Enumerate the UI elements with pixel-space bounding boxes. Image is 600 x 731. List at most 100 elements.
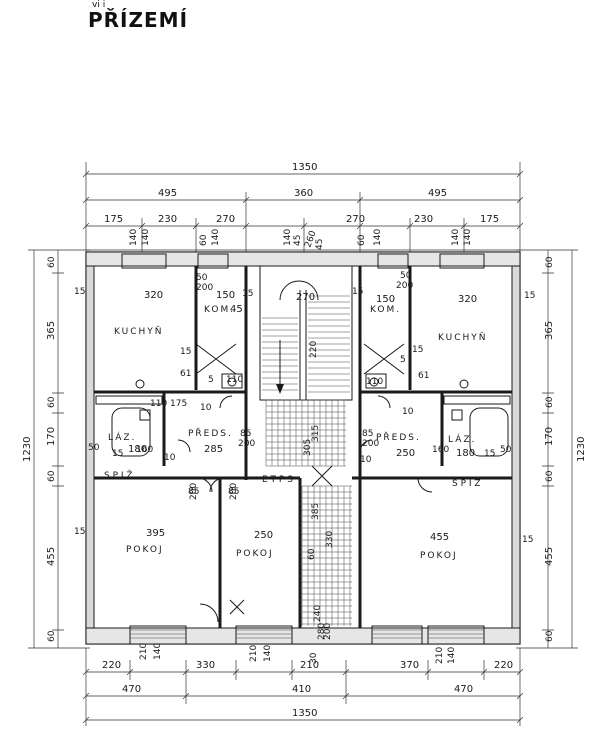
interior-walls xyxy=(94,266,512,628)
svg-text:200: 200 xyxy=(196,283,213,293)
svg-text:210: 210 xyxy=(300,660,319,671)
svg-text:50: 50 xyxy=(400,271,412,281)
room-label-preds-right: PŘEDS. xyxy=(376,432,421,443)
svg-text:140: 140 xyxy=(153,643,163,660)
top-window-sills xyxy=(121,253,485,269)
dim-top-r2-2: 360 xyxy=(294,188,313,199)
svg-text:330: 330 xyxy=(196,660,215,671)
dim-top-r3-4: 270 xyxy=(346,214,365,225)
svg-text:470: 470 xyxy=(454,684,473,695)
svg-text:160: 160 xyxy=(432,445,449,455)
svg-text:45: 45 xyxy=(230,304,243,315)
dim-top-r3-3: 270 xyxy=(216,214,235,225)
svg-text:60: 60 xyxy=(545,630,555,642)
svg-text:45: 45 xyxy=(293,235,303,246)
room-label-kom-left: KOM. xyxy=(204,305,235,315)
svg-text:50: 50 xyxy=(88,443,100,453)
room-label-kuchyn-right: KUCHYŇ xyxy=(438,332,488,343)
svg-text:220: 220 xyxy=(494,660,513,671)
svg-text:220: 220 xyxy=(102,660,121,671)
svg-text:455: 455 xyxy=(544,547,555,566)
svg-text:60: 60 xyxy=(307,548,317,560)
svg-text:160: 160 xyxy=(136,445,153,455)
side-dimension-lines xyxy=(28,249,578,649)
svg-text:85: 85 xyxy=(240,429,251,439)
svg-text:61: 61 xyxy=(418,371,429,381)
svg-text:5: 5 xyxy=(400,355,406,365)
bottom-dimension-lines xyxy=(82,648,524,726)
dim-top-r2-3: 495 xyxy=(428,188,447,199)
svg-text:285: 285 xyxy=(204,444,223,455)
svg-text:60: 60 xyxy=(199,234,209,246)
svg-text:15: 15 xyxy=(74,527,85,537)
dim-top-r2-1: 495 xyxy=(158,188,177,199)
outer-walls xyxy=(85,251,521,645)
svg-text:370: 370 xyxy=(400,660,419,671)
svg-text:15: 15 xyxy=(522,535,533,545)
svg-text:30: 30 xyxy=(309,652,319,664)
svg-text:15: 15 xyxy=(484,449,495,459)
svg-text:15: 15 xyxy=(242,289,253,299)
svg-text:140: 140 xyxy=(129,229,139,246)
svg-text:60: 60 xyxy=(545,256,555,268)
svg-text:210: 210 xyxy=(435,647,445,664)
svg-text:455: 455 xyxy=(430,532,449,543)
room-label-laz-right: LÁZ. xyxy=(448,433,476,445)
dim-top-r3-2: 230 xyxy=(158,214,177,225)
svg-text:170: 170 xyxy=(544,427,555,446)
svg-text:110: 110 xyxy=(150,399,167,409)
room-label-preds-left: PŘEDS. xyxy=(188,428,233,439)
svg-text:60: 60 xyxy=(47,256,57,268)
dim-top-r3-5: 230 xyxy=(414,214,433,225)
svg-text:385: 385 xyxy=(311,503,321,520)
dim-right-total: 1230 xyxy=(576,437,587,462)
svg-text:60: 60 xyxy=(545,470,555,482)
svg-text:110: 110 xyxy=(226,375,243,385)
svg-text:270: 270 xyxy=(296,292,315,303)
svg-text:210: 210 xyxy=(139,643,149,660)
main-staircase xyxy=(259,265,353,401)
svg-text:280: 280 xyxy=(317,623,327,640)
svg-text:200: 200 xyxy=(229,483,239,500)
room-label-kom-right: KOM. xyxy=(370,305,401,315)
dim-top-total: 1350 xyxy=(292,162,317,173)
svg-text:61: 61 xyxy=(180,369,191,379)
svg-text:180: 180 xyxy=(456,448,475,459)
svg-text:200: 200 xyxy=(189,483,199,500)
svg-text:150: 150 xyxy=(216,290,235,301)
svg-text:60: 60 xyxy=(357,234,367,246)
dim-left-total: 1230 xyxy=(22,437,33,462)
svg-text:320: 320 xyxy=(144,290,163,301)
svg-text:170: 170 xyxy=(46,427,57,446)
svg-text:200: 200 xyxy=(396,281,413,291)
svg-text:50: 50 xyxy=(500,445,512,455)
room-label-pokoj-3: POKOJ xyxy=(420,551,458,561)
dim-top-r3-6: 175 xyxy=(480,214,499,225)
svg-text:15: 15 xyxy=(412,345,423,355)
room-label-kuchyn-left: KUCHYŇ xyxy=(114,326,164,337)
svg-text:15: 15 xyxy=(74,287,85,297)
svg-text:45: 45 xyxy=(315,239,325,250)
svg-text:200: 200 xyxy=(362,439,379,449)
svg-text:15: 15 xyxy=(524,291,535,301)
svg-text:330: 330 xyxy=(325,531,335,548)
svg-text:140: 140 xyxy=(451,229,461,246)
svg-text:305: 305 xyxy=(303,439,313,456)
svg-text:200: 200 xyxy=(323,623,333,640)
svg-text:10: 10 xyxy=(164,453,176,463)
shaft-markers xyxy=(195,343,405,615)
dim-bottom-total: 1350 xyxy=(292,708,317,719)
svg-text:250: 250 xyxy=(254,530,273,541)
svg-text:315: 315 xyxy=(311,425,321,442)
svg-text:410: 410 xyxy=(292,684,311,695)
svg-text:15: 15 xyxy=(112,449,123,459)
svg-text:60: 60 xyxy=(545,396,555,408)
svg-text:250: 250 xyxy=(396,448,415,459)
svg-text:395: 395 xyxy=(146,528,165,539)
svg-text:10: 10 xyxy=(402,407,414,417)
svg-text:365: 365 xyxy=(544,321,555,340)
svg-text:15: 15 xyxy=(352,287,363,297)
bathroom-fixtures xyxy=(95,373,511,457)
